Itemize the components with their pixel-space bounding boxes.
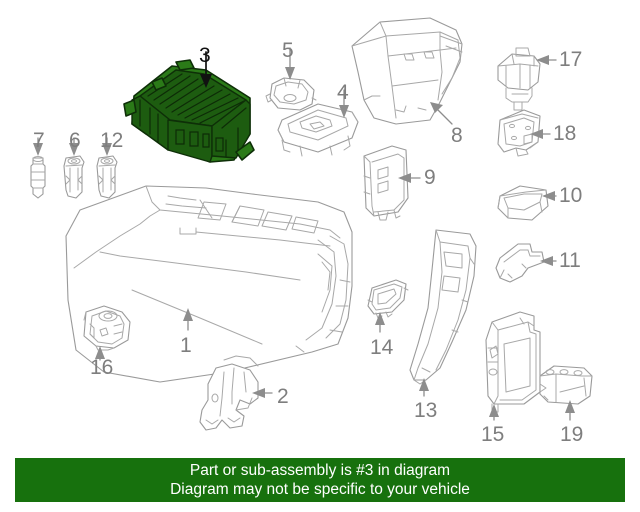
leader-6	[69, 137, 79, 156]
callout-label-4: 4	[337, 81, 349, 104]
callout-label-6: 6	[69, 129, 81, 152]
leader-12	[102, 137, 112, 156]
part-15-rear-console-panel	[485, 311, 541, 413]
leader-8	[430, 102, 453, 125]
part-12-clip-fastener	[96, 155, 118, 199]
part-7-expansion-rivet	[30, 156, 46, 199]
leader-1	[183, 308, 193, 331]
banner-line-2: Diagram may not be specific to your vehi…	[170, 481, 470, 498]
part-19-bracket-small	[539, 365, 593, 405]
leader-14	[375, 312, 385, 333]
part-11-mounting-bracket	[495, 243, 545, 283]
callout-label-3: 3	[199, 44, 211, 67]
part-16-power-outlet-socket	[83, 305, 131, 351]
part-2-console-support-bracket	[199, 363, 259, 431]
banner-line-1: Part or sub-assembly is #3 in diagram	[189, 462, 451, 479]
part-10-storage-tray-insert	[497, 185, 549, 221]
part-1-center-console-body	[65, 185, 353, 383]
leader-17	[536, 55, 557, 65]
leader-11	[540, 256, 557, 266]
leader-7	[33, 137, 43, 156]
part-8-armrest-storage-bin	[351, 17, 463, 125]
leader-5	[285, 47, 295, 80]
part-4-console-trim-frame	[277, 103, 359, 157]
part-18-control-module-plate	[497, 109, 541, 157]
callout-label-11: 11	[559, 249, 581, 272]
callout-label-2: 2	[277, 385, 289, 408]
callout-label-17: 17	[559, 48, 583, 71]
callout-label-9: 9	[424, 166, 436, 189]
leader-9	[398, 173, 421, 183]
part-3-highlighted-module	[123, 59, 255, 163]
part-9-side-trim-panel	[363, 145, 409, 221]
leader-4	[339, 89, 349, 118]
leader-18	[530, 129, 551, 139]
callout-label-12: 12	[100, 129, 124, 152]
callout-label-7: 7	[33, 129, 45, 152]
leader-13	[419, 378, 429, 397]
part-6-clip-fastener	[63, 155, 85, 199]
leader-2	[252, 388, 273, 398]
leader-3	[200, 51, 212, 88]
callout-label-8: 8	[451, 124, 463, 147]
part-info-banner: Part or sub-assembly is #3 in diagram Di…	[15, 458, 625, 502]
part-17-relay-switch	[497, 47, 541, 111]
part-5-switch-module	[265, 77, 317, 111]
leader-16	[95, 346, 105, 361]
part-13-console-side-trim	[409, 229, 477, 385]
leader-10	[542, 191, 557, 201]
callout-label-18: 18	[553, 122, 577, 145]
callout-label-16: 16	[90, 356, 114, 379]
callout-label-19: 19	[560, 423, 584, 446]
callout-label-5: 5	[282, 39, 294, 62]
callout-label-14: 14	[370, 336, 394, 359]
callout-label-10: 10	[559, 184, 583, 207]
callout-label-1: 1	[180, 334, 192, 357]
leader-19	[565, 400, 575, 421]
leader-15	[489, 404, 499, 421]
callout-label-13: 13	[414, 399, 438, 422]
callout-label-15: 15	[481, 423, 505, 446]
part-14-trim-cover-cap	[367, 279, 409, 319]
